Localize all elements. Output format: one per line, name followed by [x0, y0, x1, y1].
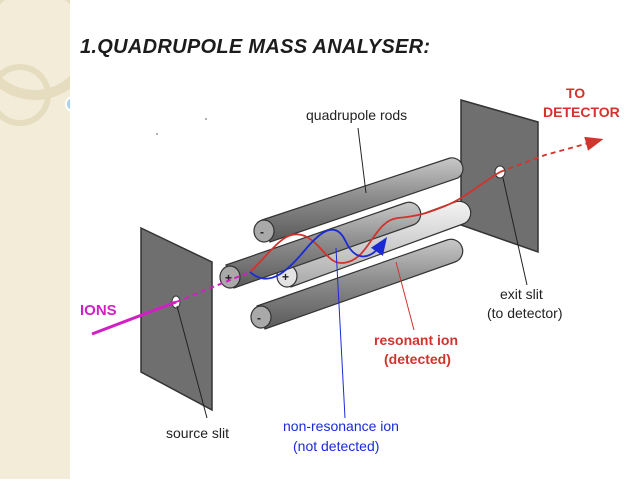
non-resonance-ion-path: [249, 228, 388, 280]
stray-dot: [156, 133, 158, 135]
pointer-resonant-ion: [395, 261, 415, 331]
label-source-slit: source slit: [166, 425, 229, 441]
pointer-quadrupole-rods: [357, 127, 367, 194]
label-exit-slit-2: (to detector): [487, 305, 562, 321]
pointer-exit-slit: [502, 177, 528, 286]
slide-title: 1.QUADRUPOLE MASS ANALYSER:: [80, 36, 431, 58]
rod-top: [253, 157, 464, 243]
label-to-detector-2: DETECTOR: [543, 104, 620, 120]
rod-sign-right: +: [282, 270, 289, 284]
source-slit-plate: [140, 226, 213, 412]
rod-sign-left: +: [225, 271, 232, 285]
pointer-source-slit: [176, 305, 208, 419]
pointer-non-resonance-ion: [335, 247, 346, 419]
label-to-detector-1: TO: [566, 85, 585, 101]
label-quadrupole-rods: quadrupole rods: [306, 107, 407, 123]
label-resonant-ion-2: (detected): [384, 351, 451, 367]
label-resonant-ion-1: resonant ion: [374, 332, 458, 348]
label-ions: IONS: [80, 302, 117, 319]
label-non-resonance-ion-1: non-resonance ion: [283, 418, 399, 434]
stray-dot: [205, 118, 207, 120]
rod-bottom: [250, 238, 464, 330]
ion-beam-dashed: [175, 271, 251, 303]
rod-sign-bottom: -: [257, 311, 261, 325]
label-exit-slit-1: exit slit: [500, 286, 543, 302]
resonant-ion-path: [249, 171, 501, 273]
rod-sign-top: -: [260, 225, 264, 239]
resonant-ion-exit: [499, 136, 604, 173]
rod-left: [219, 201, 422, 289]
ion-beam: [91, 300, 177, 336]
label-non-resonance-ion-2: (not detected): [293, 438, 379, 454]
